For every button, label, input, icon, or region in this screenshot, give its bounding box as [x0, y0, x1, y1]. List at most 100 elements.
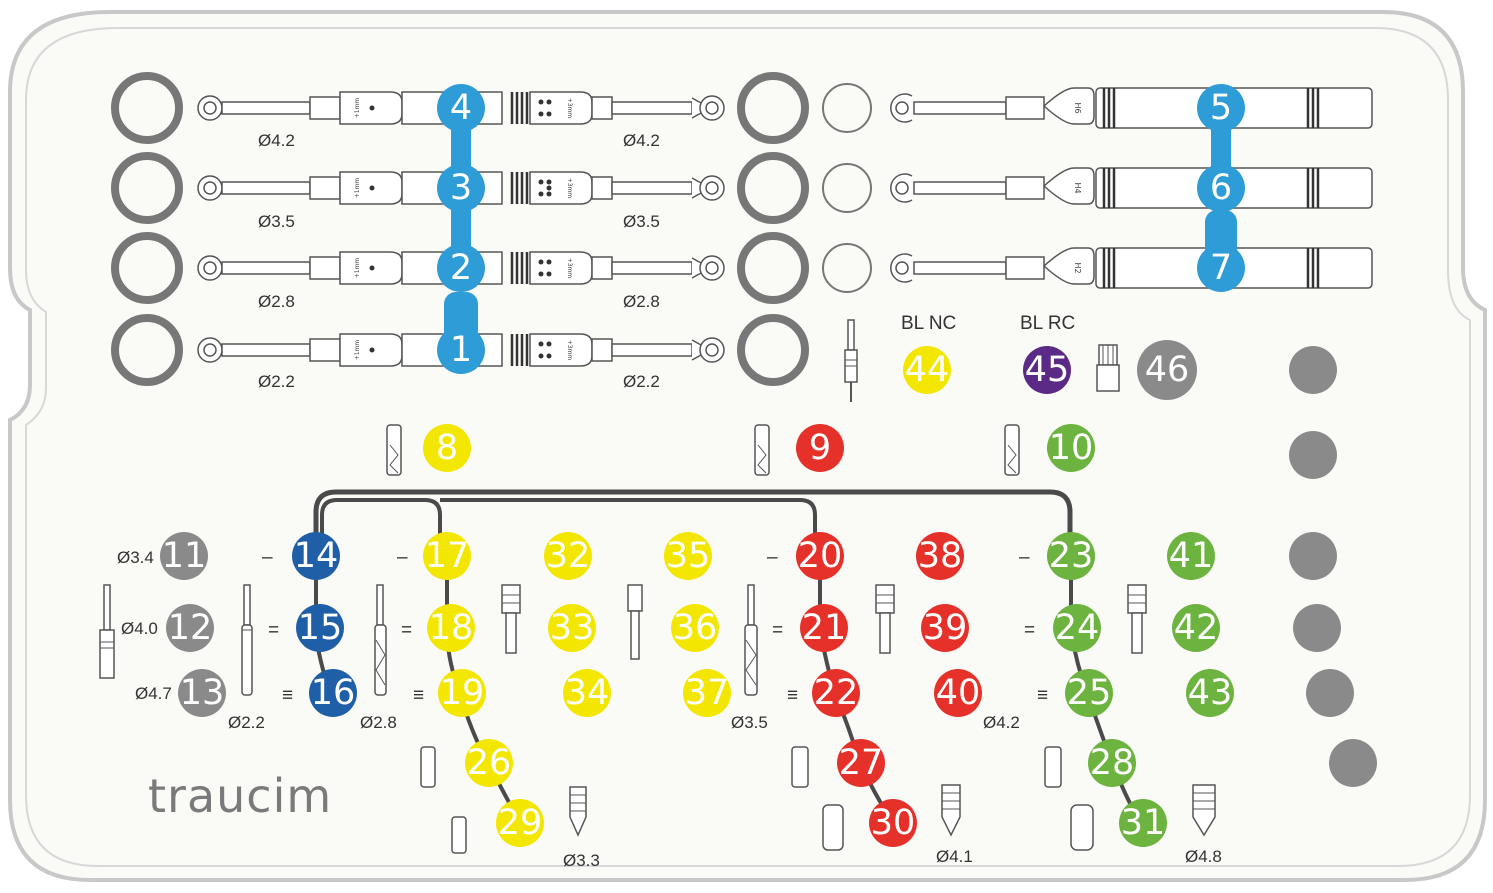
svg-text:8: 8: [436, 428, 458, 468]
svg-text:3: 3: [450, 168, 472, 208]
ratchet-instrument: +1mm +3mm: [197, 171, 725, 205]
svg-text:H6: H6: [1073, 102, 1082, 113]
svg-text:46: 46: [1145, 350, 1190, 390]
badge-23: 23: [1047, 532, 1095, 580]
drill-2-2-icon: [241, 584, 253, 696]
ring-row-1: [111, 72, 183, 386]
badge-9: 9: [796, 424, 844, 472]
svg-text:40: 40: [936, 673, 981, 713]
tap-icon-3: [875, 584, 895, 654]
diam-stop-3: Ø4.7: [135, 684, 172, 703]
drill-3-5-icon: [744, 584, 758, 696]
svg-text:–: –: [397, 547, 408, 568]
badge-32: 32: [544, 532, 592, 580]
badge-5: 5: [1197, 84, 1245, 132]
diam-stop-2: Ø4.0: [121, 619, 158, 638]
dash-marks: – = ≡ – = ≡ – = ≡ – = ≡: [262, 547, 1048, 706]
svg-text:–: –: [1019, 547, 1030, 568]
badge-19: 19: [438, 669, 486, 717]
badge-6: 6: [1197, 164, 1245, 212]
svg-text:33: 33: [550, 608, 595, 648]
driver-vertical-icon: [844, 319, 858, 402]
green-column: 23 24 25 28 31 41 42 43 Ø4.8: [1044, 532, 1234, 866]
svg-text:23: 23: [1049, 536, 1094, 576]
badge-28: 28: [1088, 739, 1136, 787]
badge-35: 35: [664, 532, 712, 580]
badge-45: 45: [1023, 346, 1071, 394]
badge-40: 40: [934, 669, 982, 717]
svg-text:30: 30: [871, 803, 916, 843]
svg-text:18: 18: [429, 608, 474, 648]
diam-left-row2: Ø3.5: [258, 212, 295, 231]
badge-42: 42: [1172, 604, 1220, 652]
diam-left-row4: Ø2.2: [258, 372, 295, 391]
tap-icons: [501, 584, 1147, 660]
badge-11: 11: [160, 532, 208, 580]
implant-diam-4-1: Ø4.1: [936, 847, 973, 866]
badge-44: 44: [903, 346, 951, 394]
badge-43: 43: [1186, 669, 1234, 717]
mount-icon-green-2: [1070, 804, 1094, 851]
svg-text:=: =: [268, 620, 279, 641]
svg-text:1: 1: [450, 330, 472, 370]
svg-text:+3mm: +3mm: [566, 178, 573, 199]
abutment-row: BL NC BL RC 44 45 46: [844, 313, 1197, 402]
svg-text:≡: ≡: [1037, 685, 1048, 706]
mount-icon-green-1: [1044, 746, 1062, 788]
badge-29: 29: [496, 799, 544, 847]
svg-text:≡: ≡: [413, 685, 424, 706]
ring-row-2: [737, 72, 809, 386]
badge-24: 24: [1053, 604, 1101, 652]
badge-2: 2: [437, 244, 485, 292]
svg-text:5: 5: [1210, 88, 1232, 128]
badge-26: 26: [465, 739, 513, 787]
svg-text:+1mm: +1mm: [354, 258, 361, 279]
badge-39: 39: [921, 604, 969, 652]
svg-text:31: 31: [1121, 803, 1166, 843]
mount-icon-red-2: [822, 804, 844, 851]
svg-text:+3mm: +3mm: [566, 340, 573, 361]
svg-text:=: =: [772, 620, 783, 641]
badge-38: 38: [916, 532, 964, 580]
drill-icon-9: [754, 424, 770, 476]
svg-text:25: 25: [1067, 673, 1112, 713]
svg-text:22: 22: [814, 673, 859, 713]
badge-17: 17: [423, 532, 471, 580]
badge-25: 25: [1065, 669, 1113, 717]
svg-text:9: 9: [809, 428, 831, 468]
svg-text:43: 43: [1188, 673, 1233, 713]
tap-icon-1: [501, 584, 521, 654]
drill-icon-8: [386, 424, 402, 476]
diam-right-row1: Ø4.2: [623, 131, 660, 150]
svg-text:≡: ≡: [282, 685, 293, 706]
implant-diam-4-8: Ø4.8: [1185, 847, 1222, 866]
badge-3: 3: [437, 164, 485, 212]
svg-text:12: 12: [168, 608, 213, 648]
badge-7: 7: [1197, 244, 1245, 292]
bl-rc-label: BL RC: [1020, 313, 1075, 334]
long-drill-icons: Ø2.2 Ø2.8 Ø3.5: [228, 584, 768, 732]
bl-nc-label: BL NC: [901, 313, 956, 334]
mount-icon-yellow-1: [420, 746, 436, 788]
top-left-block: +1mm+3mm+1mm+3mm+1mm+3mm+1mm+3mm 4 3 2 1…: [111, 72, 809, 391]
empty-slots-right: [1289, 346, 1377, 787]
badge-21: 21: [800, 604, 848, 652]
implant-3-3-icon: [569, 786, 587, 837]
svg-text:+1mm: +1mm: [354, 340, 361, 361]
svg-text:29: 29: [498, 803, 543, 843]
svg-text:–: –: [262, 547, 273, 568]
svg-text:21: 21: [802, 608, 847, 648]
badge-37: 37: [683, 669, 731, 717]
svg-text:+1mm: +1mm: [354, 178, 361, 199]
diam-right-row3: Ø2.8: [623, 292, 660, 311]
svg-text:32: 32: [546, 536, 591, 576]
side-diam-4-2: Ø4.2: [983, 713, 1020, 732]
svg-text:14: 14: [294, 536, 339, 576]
badge-27: 27: [837, 739, 885, 787]
drill-icon-10: [1004, 424, 1020, 476]
svg-text:34: 34: [565, 673, 610, 713]
svg-text:42: 42: [1174, 608, 1219, 648]
svg-text:H4: H4: [1073, 182, 1082, 193]
svg-text:17: 17: [425, 536, 470, 576]
